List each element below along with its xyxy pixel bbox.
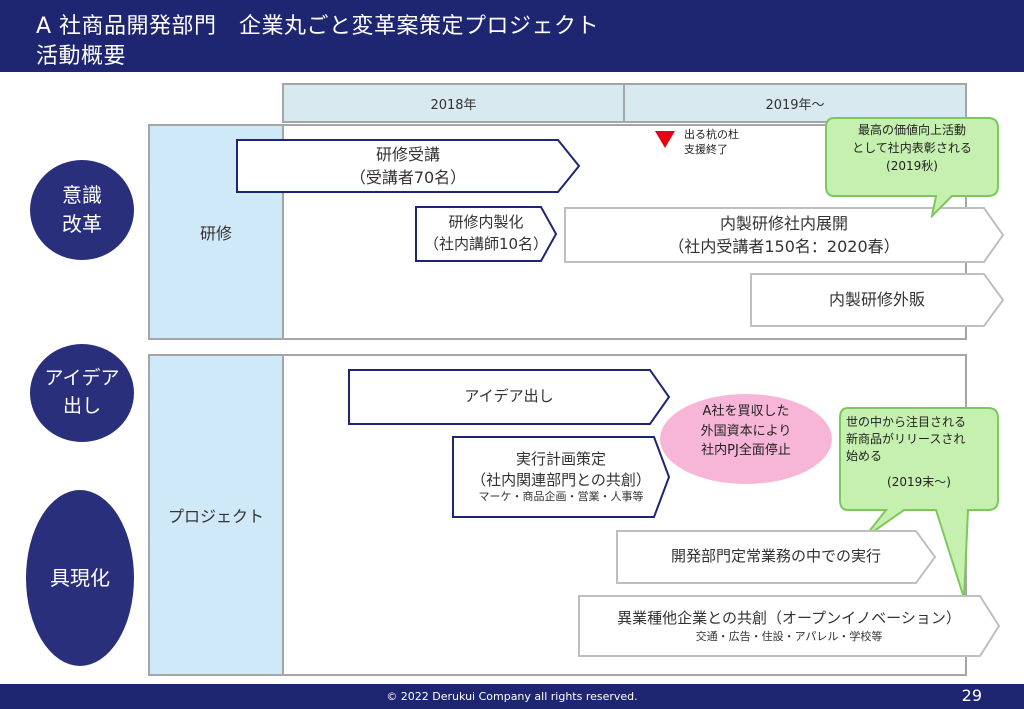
year-header-2019: 2019年～ (623, 83, 967, 123)
copyright-text: © 2022 Derukui Company all rights reserv… (386, 690, 638, 703)
bar-execution-plan: 実行計画策定 （社内関連部門との共創） マーケ・商品企画・営業・人事等 (452, 436, 671, 518)
callout-award: 最高の価値向上活動として社内表彰される(2019秋) (852, 123, 972, 173)
footer-bar (0, 684, 1024, 709)
page-number: 29 (961, 686, 982, 705)
page-subtitle: 活動概要 (36, 44, 127, 69)
milestone-marker-icon (655, 131, 675, 148)
bar-dev-execution: 開発部門定常業務の中での実行 (616, 530, 937, 584)
header-bar (0, 0, 1024, 72)
callout-release-shape (839, 407, 999, 599)
callout-award-shape (825, 117, 999, 218)
callout-acquisition: A社を買収した外国資本により社内PJ全面停止 (700, 404, 792, 458)
category-idea-generation: アイデア出し (30, 344, 134, 442)
bar-external-sales: 内製研修外販 (750, 273, 1005, 327)
category-realization: 具現化 (26, 490, 134, 666)
category-awareness-reform: 意識改革 (30, 160, 134, 260)
bar-inhouse-training: 研修内製化（社内講師10名） (415, 206, 558, 262)
bar-cocreation: 異業種他企業との共創（オープンイノベーション） 交通・広告・住設・アパレル・学校… (578, 595, 1001, 657)
row-label-project: プロジェクト (148, 354, 284, 676)
bar-training-course: 研修受講（受講者70名） (236, 139, 581, 193)
bar-idea-generation: アイデア出し (348, 369, 671, 425)
bar-internal-rollout: 内製研修社内展開（社内受講者150名：2020春） (564, 207, 1005, 263)
callout-acquisition-shape (660, 394, 832, 484)
page-title: A 社商品開発部門 企業丸ごと変革案策定プロジェクト (36, 14, 600, 39)
year-header-2018: 2018年 (282, 83, 625, 123)
milestone-label: 出る杭の杜支援終了 (684, 128, 739, 157)
callout-release: 世の中から注目される新商品がリリースされ始める (2019末～) (846, 415, 967, 490)
